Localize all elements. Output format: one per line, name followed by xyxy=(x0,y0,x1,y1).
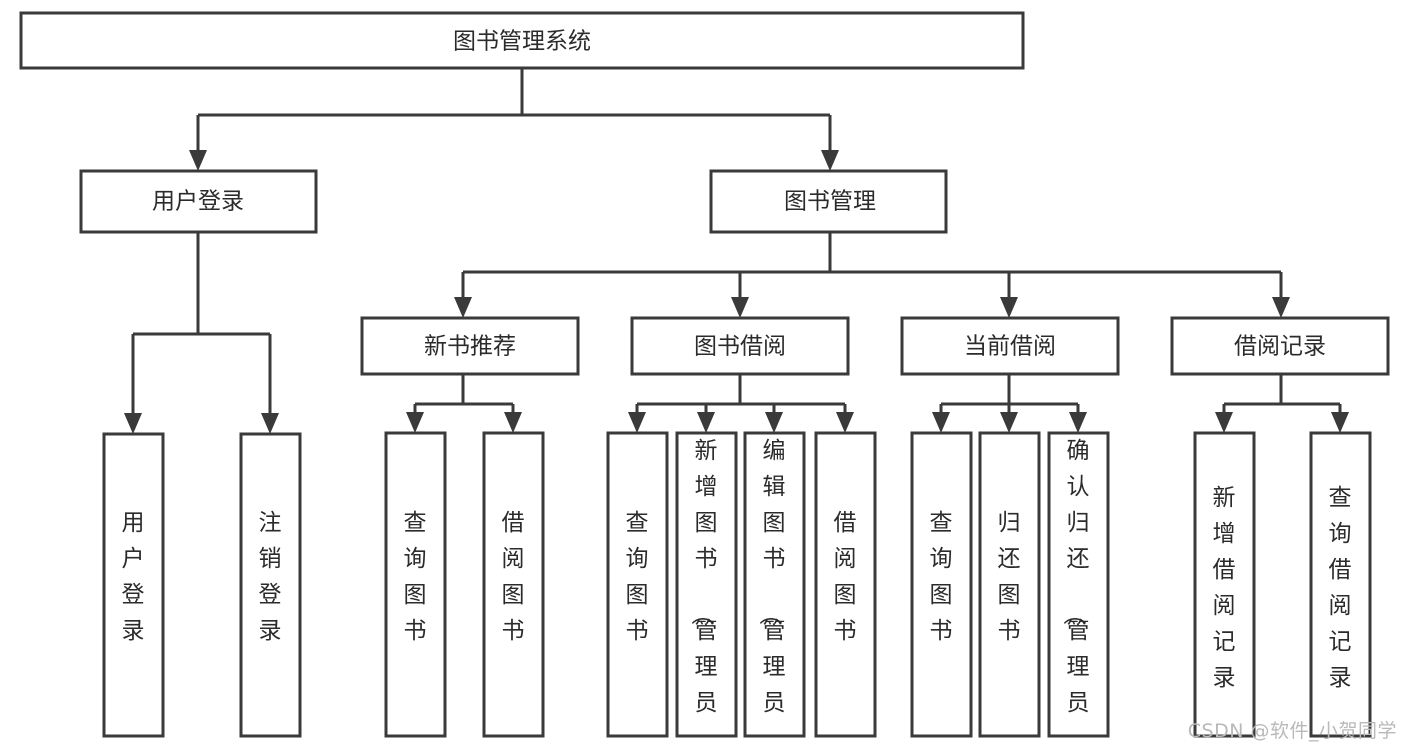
node-leaf-borrow-book-newbook-box[interactable] xyxy=(482,431,545,738)
arrow-userlogin-to-leaf2 xyxy=(261,413,279,434)
node-new-book-recommend-box[interactable] xyxy=(360,316,580,376)
node-leaf-add-book-admin[interactable]: 新增图书（管理员） xyxy=(675,431,738,747)
node-leaf-query-book-borrow-box[interactable] xyxy=(606,431,669,738)
node-root-label: 图书管理系统 xyxy=(453,29,591,55)
node-leaf-add-borrow-record[interactable]: 新增借阅记录 xyxy=(1193,431,1256,738)
arrow-newbook-leaf2 xyxy=(504,412,522,433)
node-root-box[interactable] xyxy=(19,11,1025,70)
node-leaf-edit-book-admin-box[interactable] xyxy=(743,431,806,738)
node-borrow-record[interactable]: 借阅记录 xyxy=(1170,316,1390,376)
node-borrow-record-box[interactable] xyxy=(1170,316,1390,376)
arrow-record-leaf1 xyxy=(1215,412,1233,433)
node-leaf-logout[interactable]: 注销登录 xyxy=(239,432,302,738)
arrow-record-leaf2 xyxy=(1331,412,1349,433)
node-current-borrow-label: 当前借阅 xyxy=(964,334,1056,360)
node-leaf-confirm-return-admin[interactable]: 确认归还（管理员） xyxy=(1047,431,1110,747)
arrow-borrow-leaf1 xyxy=(628,412,646,433)
node-book-borrow-box[interactable] xyxy=(630,316,850,376)
node-leaf-query-book-newbook[interactable]: 查询图书 xyxy=(384,431,447,738)
node-leaf-confirm-return-admin-label: 确认归还（管理员） xyxy=(1061,438,1090,747)
node-leaf-borrow-book-borrow[interactable]: 借阅图书 xyxy=(814,431,877,738)
node-user-login-label: 用户登录 xyxy=(152,189,244,215)
node-leaf-user-login-label: 用户登录 xyxy=(122,510,145,644)
node-leaf-query-book-current-box[interactable] xyxy=(910,431,973,738)
node-leaf-return-book-box[interactable] xyxy=(978,431,1041,738)
node-leaf-user-login-box[interactable] xyxy=(102,432,165,738)
node-new-book-recommend[interactable]: 新书推荐 xyxy=(360,316,580,376)
node-leaf-borrow-book-borrow-label: 借阅图书 xyxy=(834,510,857,644)
node-leaf-query-book-newbook-box[interactable] xyxy=(384,431,447,738)
node-book-borrow-label: 图书借阅 xyxy=(694,334,786,360)
node-new-book-recommend-label: 新书推荐 xyxy=(424,334,516,360)
node-book-borrow[interactable]: 图书借阅 xyxy=(630,316,850,376)
node-leaf-query-book-borrow[interactable]: 查询图书 xyxy=(606,431,669,738)
node-book-management-label: 图书管理 xyxy=(784,189,876,215)
arrow-newbook-leaf1 xyxy=(406,412,424,433)
node-leaf-query-borrow-record-label: 查询借阅记录 xyxy=(1329,485,1352,691)
arrow-userlogin-to-leaf1 xyxy=(124,413,142,434)
arrow-current-leaf2 xyxy=(1000,412,1018,433)
node-current-borrow-box[interactable] xyxy=(900,316,1120,376)
arrow-borrow-leaf2 xyxy=(697,412,715,433)
node-leaf-query-borrow-record[interactable]: 查询借阅记录 xyxy=(1309,431,1372,738)
arrow-bookmgmt-to-newbook xyxy=(454,297,472,318)
node-leaf-logout-label: 注销登录 xyxy=(259,510,282,644)
arrow-bookmgmt-to-current xyxy=(1000,297,1018,318)
node-borrow-record-label: 借阅记录 xyxy=(1234,334,1326,360)
node-leaf-add-book-admin-label: 新增图书（管理员） xyxy=(689,438,718,747)
node-leaf-query-book-borrow-label: 查询图书 xyxy=(626,510,649,644)
arrow-current-leaf3 xyxy=(1069,412,1087,433)
node-leaf-logout-box[interactable] xyxy=(239,432,302,738)
node-leaf-edit-book-admin[interactable]: 编辑图书（管理员） xyxy=(743,431,806,747)
connector-group xyxy=(124,68,1349,434)
arrow-borrow-leaf4 xyxy=(836,412,854,433)
arrow-bookmgmt-to-record xyxy=(1272,297,1290,318)
node-leaf-return-book[interactable]: 归还图书 xyxy=(978,431,1041,738)
node-book-management[interactable]: 图书管理 xyxy=(709,169,948,234)
node-leaf-confirm-return-admin-box[interactable] xyxy=(1047,431,1110,738)
node-leaf-add-borrow-record-box[interactable] xyxy=(1193,431,1256,738)
arrow-borrow-leaf3 xyxy=(765,412,783,433)
node-leaf-borrow-book-newbook[interactable]: 借阅图书 xyxy=(482,431,545,738)
node-root[interactable]: 图书管理系统 xyxy=(19,11,1025,70)
arrow-root-to-book-mgmt xyxy=(821,150,839,171)
node-leaf-add-borrow-record-label: 新增借阅记录 xyxy=(1213,485,1236,691)
node-leaf-user-login[interactable]: 用户登录 xyxy=(102,432,165,738)
node-leaf-borrow-book-borrow-box[interactable] xyxy=(814,431,877,738)
node-leaf-query-borrow-record-box[interactable] xyxy=(1309,431,1372,738)
node-leaf-query-book-current[interactable]: 查询图书 xyxy=(910,431,973,738)
arrow-root-to-user-login xyxy=(189,150,207,171)
node-leaf-edit-book-admin-label: 编辑图书（管理员） xyxy=(757,438,786,747)
node-leaf-query-book-current-label: 查询图书 xyxy=(930,510,953,644)
node-leaf-borrow-book-newbook-label: 借阅图书 xyxy=(502,510,525,644)
arrow-current-leaf1 xyxy=(932,412,950,433)
node-user-login-box[interactable] xyxy=(79,169,318,234)
node-current-borrow[interactable]: 当前借阅 xyxy=(900,316,1120,376)
arrow-bookmgmt-to-borrow xyxy=(731,297,749,318)
node-book-management-box[interactable] xyxy=(709,169,948,234)
node-leaf-add-book-admin-box[interactable] xyxy=(675,431,738,738)
node-user-login[interactable]: 用户登录 xyxy=(79,169,318,234)
node-leaf-query-book-newbook-label: 查询图书 xyxy=(404,510,427,644)
node-leaf-return-book-label: 归还图书 xyxy=(998,510,1021,644)
